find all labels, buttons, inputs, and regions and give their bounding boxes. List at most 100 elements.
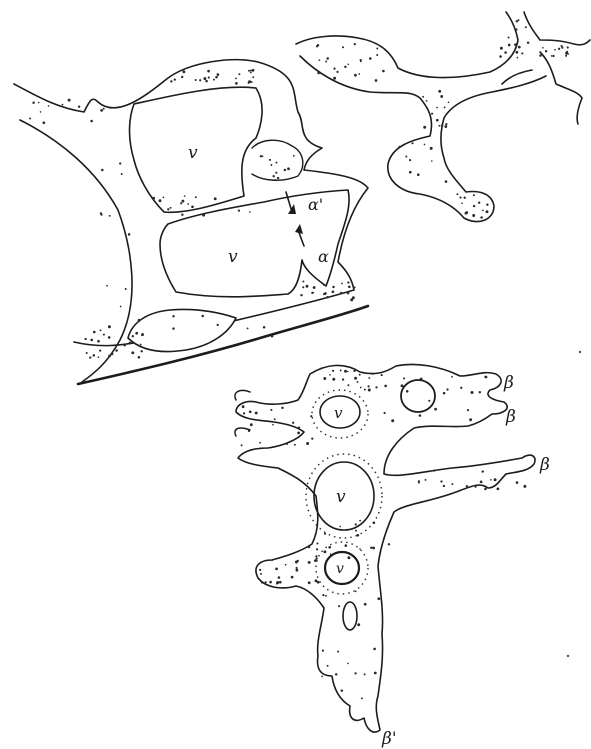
granule-dot	[86, 352, 88, 354]
label-beta-2: β	[505, 407, 516, 427]
granule-dot	[315, 555, 317, 557]
granule-dot	[440, 95, 443, 98]
granule-dot	[465, 212, 468, 215]
granule-dot	[423, 126, 426, 129]
granule-dot	[354, 43, 356, 45]
granule-dot	[328, 546, 331, 549]
granule-dot	[315, 579, 318, 582]
granule-dot	[482, 470, 484, 472]
granule-dot	[108, 325, 111, 328]
granule-dot	[99, 350, 101, 352]
granule-dot	[261, 581, 263, 583]
granule-dot	[438, 90, 441, 93]
granule-dot	[275, 172, 277, 174]
granule-dot	[451, 483, 453, 485]
strand-stipple	[316, 19, 569, 219]
granule-dot	[354, 377, 357, 380]
granule-dot	[433, 469, 435, 471]
granule-dot	[300, 294, 302, 296]
granule-dot	[93, 331, 96, 334]
granule-dot	[187, 203, 189, 205]
granule-dot	[248, 430, 250, 432]
granule-dot	[357, 623, 360, 626]
label-alpha-prime: α'	[308, 195, 323, 214]
granule-dot	[375, 79, 378, 82]
granule-dot	[248, 70, 250, 72]
granule-dot	[469, 418, 472, 421]
granule-dot	[316, 542, 318, 544]
granule-dot	[344, 370, 347, 373]
granule-dot	[330, 553, 332, 555]
granule-dot	[32, 102, 34, 104]
granule-dot	[285, 564, 287, 566]
granule-dot	[372, 547, 375, 550]
granule-dot	[335, 673, 337, 675]
granule-dot	[296, 567, 298, 569]
granule-dot	[321, 676, 323, 678]
granule-dot	[388, 543, 390, 545]
label-vacuole-middle: v	[228, 247, 238, 267]
granule-dot	[115, 349, 118, 352]
granule-dot	[542, 47, 544, 49]
granule-dot	[467, 409, 469, 411]
granule-dot	[551, 55, 553, 57]
granule-dot	[249, 211, 251, 213]
granule-dot	[276, 581, 279, 584]
granule-dot	[339, 526, 341, 528]
granule-dot	[182, 70, 185, 73]
granule-dot	[199, 79, 201, 81]
granule-dot	[243, 412, 245, 414]
plasmodium-outline	[236, 364, 535, 732]
granule-dot	[323, 550, 326, 553]
granule-dot	[539, 54, 542, 57]
granule-dot	[376, 48, 378, 50]
granule-dot	[174, 78, 176, 80]
label-vacuole-lower-1: v	[334, 404, 343, 422]
granule-dot	[279, 581, 282, 584]
granule-dot	[479, 391, 481, 393]
granule-dot	[456, 193, 458, 195]
granule-dot	[466, 485, 468, 487]
granule-dot	[359, 548, 361, 550]
granule-dot	[263, 326, 266, 329]
figure-plasmodium-lower: v v v β β β β'	[235, 364, 550, 749]
granule-dot	[565, 52, 568, 55]
vacuole-lower-lens	[128, 309, 236, 351]
granule-dot	[337, 651, 339, 653]
granule-dot	[250, 423, 253, 426]
granule-dot	[391, 419, 394, 422]
granule-dot	[128, 342, 131, 345]
granule-dot	[332, 370, 334, 372]
granule-dot	[255, 412, 258, 415]
granule-dot	[431, 113, 433, 115]
granule-dot	[291, 576, 294, 579]
granule-dot	[516, 20, 518, 22]
granule-dot	[369, 57, 372, 60]
granule-dot	[347, 291, 350, 294]
granule-dot	[518, 46, 521, 49]
granule-dot	[310, 415, 312, 417]
granule-dot	[517, 57, 519, 59]
granule-dot	[295, 561, 298, 564]
granule-dot	[317, 44, 319, 46]
granule-dot	[184, 195, 186, 197]
granule-dot	[431, 160, 433, 162]
granule-dot	[440, 480, 442, 482]
granule-dot	[302, 281, 304, 283]
granule-dot	[62, 104, 64, 106]
granule-dot	[494, 478, 497, 481]
granule-dot	[284, 169, 286, 171]
granule-dot	[297, 432, 300, 435]
granule-dot	[293, 155, 295, 157]
granule-dot	[333, 77, 336, 80]
left-finger-1	[235, 390, 250, 400]
granule-dot	[357, 381, 359, 383]
granule-dot	[409, 171, 412, 174]
granule-dot	[351, 298, 353, 300]
granule-dot	[438, 125, 440, 127]
granule-dot	[451, 376, 453, 378]
granule-dot	[202, 214, 205, 217]
granule-dot	[461, 202, 463, 204]
granule-dot	[480, 481, 483, 484]
granule-dot	[123, 344, 126, 347]
